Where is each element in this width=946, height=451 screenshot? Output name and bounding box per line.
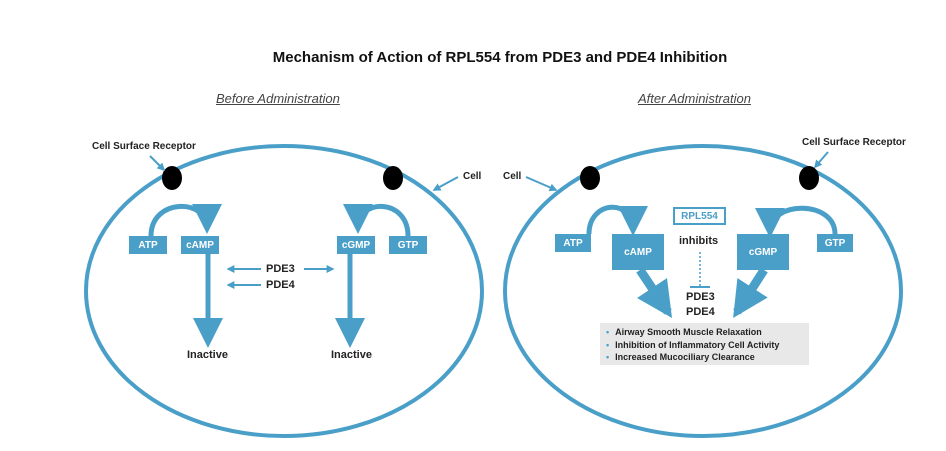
cgmp-box-before: cGMP xyxy=(337,236,375,254)
bullet-icon: • xyxy=(606,352,610,362)
rpl554-box: RPL554 xyxy=(673,207,726,225)
receptor-before-right xyxy=(383,166,403,190)
gtp-to-cgmp-arrow xyxy=(343,203,411,237)
camp-box-before: cAMP xyxy=(181,236,219,254)
receptor-before-left xyxy=(162,166,182,190)
pde3-label-before: PDE3 xyxy=(266,263,295,275)
pde3-label-after: PDE3 xyxy=(686,291,715,303)
receptor-pointer-before xyxy=(149,155,166,172)
camp-box-after: cAMP xyxy=(612,234,664,270)
cell-pointer-before xyxy=(432,176,459,191)
atp-box-after: ATP xyxy=(555,234,591,252)
inhibits-label: inhibits xyxy=(679,235,719,247)
receptor-after-right xyxy=(799,166,819,190)
heading-before: Before Administration xyxy=(216,91,340,106)
atp-box-before: ATP xyxy=(129,236,167,254)
effect-item: •Airway Smooth Muscle Relaxation xyxy=(606,327,762,337)
atp-to-camp-arrow-after xyxy=(586,204,648,236)
effect-item: •Inhibition of Inflammatory Cell Activit… xyxy=(606,339,780,350)
atp-to-camp-arrow xyxy=(148,203,222,237)
pde4-label-before: PDE4 xyxy=(266,279,295,291)
cgmp-box-after: cGMP xyxy=(737,234,789,270)
receptor-label-after: Cell Surface Receptor xyxy=(802,137,906,148)
gtp-box-before: GTP xyxy=(389,236,427,254)
receptor-label-before: Cell Surface Receptor xyxy=(92,141,196,152)
effect-item: •Increased Mucociliary Clearance xyxy=(606,352,755,362)
effects-box: •Airway Smooth Muscle Relaxation •Inhibi… xyxy=(600,323,809,365)
bullet-icon: • xyxy=(606,339,610,350)
gtp-box-after: GTP xyxy=(817,234,853,252)
inactive-label-left: Inactive xyxy=(187,349,228,361)
pde4-label-after: PDE4 xyxy=(686,306,715,318)
receptor-after-left xyxy=(580,166,600,190)
diagram-title: Mechanism of Action of RPL554 from PDE3 … xyxy=(272,49,728,66)
camp-to-effects-arrow xyxy=(636,267,672,318)
cell-membrane-before xyxy=(84,144,484,438)
cgmp-to-effects-arrow xyxy=(733,267,768,319)
gtp-to-cgmp-arrow-after xyxy=(755,205,838,238)
cell-membrane-after xyxy=(503,144,903,438)
inactive-label-right: Inactive xyxy=(331,349,372,361)
heading-after: After Administration xyxy=(638,91,751,106)
cell-pointer-after xyxy=(525,176,558,192)
receptor-pointer-after xyxy=(813,151,829,169)
cell-label-before: Cell xyxy=(463,171,482,182)
bullet-icon: • xyxy=(606,327,610,337)
cell-label-after: Cell xyxy=(503,171,522,182)
